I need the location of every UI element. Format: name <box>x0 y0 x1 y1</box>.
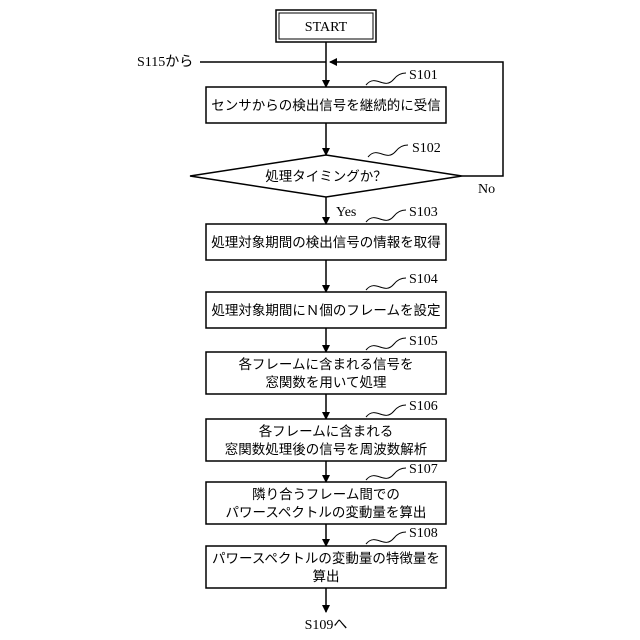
step-s104-id: S104 <box>409 272 438 287</box>
step-s108-id: S108 <box>409 526 438 541</box>
no-label: No <box>478 182 495 197</box>
step-s107-leader <box>366 468 406 480</box>
step-s108-text-line1: パワースペクトルの変動量の特徴量を <box>212 550 440 567</box>
entry-label: S115から <box>137 54 193 70</box>
decision-s102-text: 処理タイミングか？ <box>265 169 387 185</box>
step-s103-leader <box>366 210 406 222</box>
start-terminal: START <box>276 10 376 42</box>
start-label: START <box>305 20 348 35</box>
step-s107-text-line1: 隣り合うフレーム間での <box>252 487 400 503</box>
step-s101-leader <box>366 73 406 85</box>
step-s104-leader <box>366 278 406 290</box>
step-s106-id: S106 <box>409 399 438 414</box>
step-s106-text-line2: 窓関数処理後の信号を周波数解析 <box>225 441 428 458</box>
step-s103-text: 処理対象期間の検出信号の情報を取得 <box>211 234 441 251</box>
step-s106-leader <box>366 405 406 417</box>
step-s108-leader <box>366 532 406 544</box>
step-s107-text-line2: パワースペクトルの変動量を算出 <box>226 504 427 521</box>
yes-label: Yes <box>336 205 356 220</box>
step-s104-text: 処理対象期間にＮ個のフレームを設定 <box>211 303 440 319</box>
decision-s102-leader <box>368 145 408 157</box>
step-s103-id: S103 <box>409 205 438 220</box>
step-s105-id: S105 <box>409 334 438 349</box>
step-s105-text-line2: 窓関数を用いて処理 <box>265 374 387 391</box>
step-s101-text: センサからの検出信号を継続的に受信 <box>211 98 441 114</box>
step-s107-id: S107 <box>409 462 438 477</box>
exit-label: S109へ <box>305 618 348 633</box>
decision-s102-id: S102 <box>412 141 441 156</box>
step-s101-id: S101 <box>409 68 438 83</box>
step-s106-text-line1: 各フレームに含まれる <box>259 424 394 440</box>
step-s105-leader <box>366 338 406 350</box>
step-s108-text-line2: 算出 <box>313 569 340 585</box>
step-s105-text-line1: 各フレームに含まれる信号を <box>238 357 413 373</box>
